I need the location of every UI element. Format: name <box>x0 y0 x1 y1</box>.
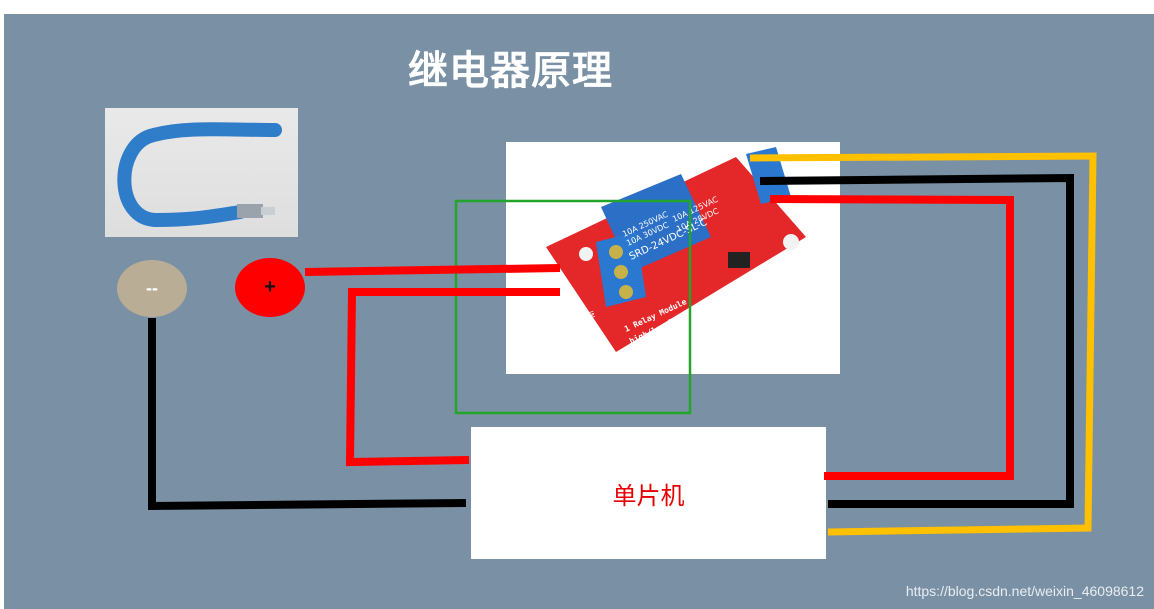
pin-label-in: IN <box>586 310 596 320</box>
positive-terminal: + <box>235 258 305 317</box>
relay-module-image: 10A 250VAC 10A 30VDC 10A 125VAC 10A 28VD… <box>506 142 840 374</box>
red-wire-signal <box>345 288 560 467</box>
yellow-wire-output <box>749 152 1097 536</box>
mcu-label: 单片机 <box>612 481 685 510</box>
black-wire-output <box>759 173 1074 508</box>
usb-lamp-icon <box>117 122 282 227</box>
negative-terminal: -- <box>117 260 187 317</box>
red-wire-output <box>769 195 1014 480</box>
usb-lamp-image <box>105 108 298 237</box>
black-wire-ground <box>148 318 467 511</box>
diagram-title: 继电器原理 <box>408 48 613 94</box>
mcu-box: 单片机 <box>471 427 826 559</box>
red-wire-plus <box>304 264 561 276</box>
relay-module-icon: 10A 250VAC 10A 30VDC 10A 125VAC 10A 28VD… <box>546 147 806 352</box>
relay-highlight-box <box>454 199 692 415</box>
watermark-url: https://blog.csdn.net/weixin_46098612 <box>905 583 1144 599</box>
